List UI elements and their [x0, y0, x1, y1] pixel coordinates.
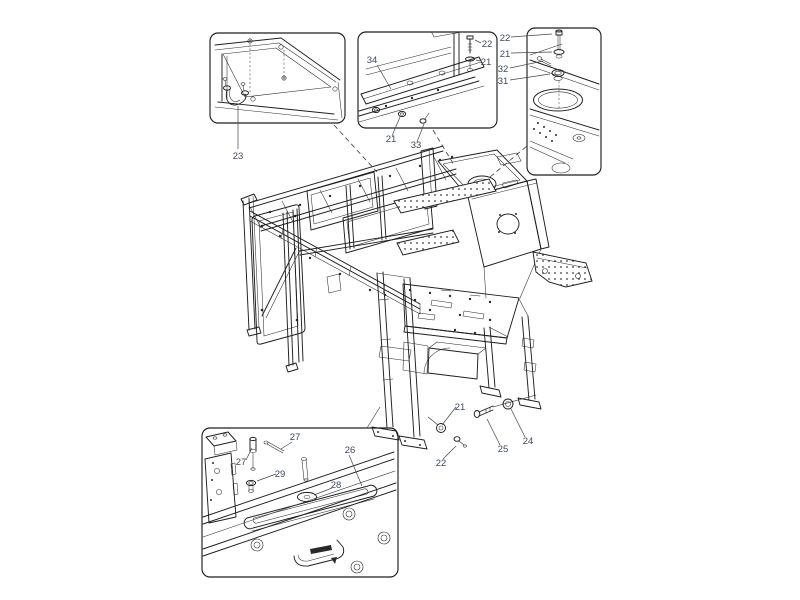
leader-26	[348, 454, 363, 487]
part-callout-25: 25	[498, 444, 509, 455]
leader-25	[486, 418, 501, 446]
detail-top-middle-drawing	[358, 32, 485, 124]
part-callout-31: 31	[498, 76, 509, 87]
nut-24	[502, 398, 514, 410]
detail-frame	[357, 31, 498, 129]
leader-22r	[474, 39, 482, 44]
callout-labels: 23 34 22 21 21 33 22 21 32 31 27 27 29 2…	[233, 33, 534, 491]
leader-34	[376, 64, 392, 90]
connector-top-middle	[432, 129, 455, 166]
detail-inset-top-middle	[357, 31, 498, 143]
detail-bottom-left-drawing	[202, 431, 397, 574]
leader-21r	[475, 59, 481, 62]
part-callout-26: 26	[345, 445, 356, 456]
leader-22	[510, 33, 553, 38]
side-circle-hole	[496, 213, 520, 235]
part-callout-33: 33	[411, 140, 422, 151]
washer-icon-21	[465, 56, 475, 72]
part-callout-23: 23	[233, 151, 244, 162]
leader-32	[509, 60, 544, 69]
part-callout-24: 24	[523, 436, 534, 447]
part-callout-34: 34	[367, 55, 378, 66]
part-callout-21-mid: 21	[481, 57, 492, 68]
leader-33	[416, 123, 425, 143]
detail-inset-bottom-left	[201, 427, 399, 578]
part-callout-22-main: 22	[436, 458, 447, 469]
leader-27a	[280, 441, 293, 450]
leader-28	[313, 487, 333, 496]
leader-24	[510, 408, 526, 438]
main-assembly-drawing	[240, 145, 593, 460]
loose-fasteners	[427, 394, 537, 448]
detail-frame	[526, 27, 602, 176]
part-callout-27a: 27	[290, 432, 301, 443]
bolt-heads	[268, 155, 492, 335]
u-bracket	[293, 539, 345, 567]
front-left-legs	[371, 271, 428, 450]
connector-bottom-left	[366, 406, 381, 429]
part-callout-27b: 27	[236, 457, 247, 468]
part-callout-29: 29	[275, 469, 286, 480]
leader-21b	[391, 116, 401, 137]
leader-21	[441, 406, 457, 426]
detail-connectors	[333, 124, 528, 429]
bracket-bar-part-34	[360, 56, 485, 105]
bolt-32	[540, 58, 552, 67]
perforated-plates	[393, 178, 593, 288]
pin-part-27b	[263, 440, 285, 454]
under-deck-compartment	[402, 341, 487, 380]
flange-nut	[371, 106, 407, 118]
part-callout-28: 28	[331, 480, 342, 491]
wing-plate	[532, 251, 593, 288]
leader-31	[509, 73, 551, 81]
bolt-icon-22	[466, 35, 474, 54]
part-callout-21-midb: 21	[386, 134, 397, 145]
detail-inset-top-left	[209, 32, 346, 149]
tank-opening-ring	[533, 88, 583, 112]
detail-top-left-drawing	[214, 37, 343, 121]
part-callout-21-main: 21	[455, 402, 466, 413]
part-callout-22-right: 22	[500, 33, 511, 44]
connector-top-left	[333, 124, 378, 173]
center-deck	[402, 283, 520, 345]
detail-top-right-drawing	[529, 29, 600, 174]
detail-frame	[209, 32, 346, 124]
bolt-above-washer	[301, 457, 309, 482]
detail-inset-top-right	[509, 27, 602, 176]
leader-21	[510, 51, 553, 54]
part-callout-32: 32	[498, 64, 509, 75]
leader-29	[256, 473, 277, 482]
back-deck-frame	[248, 145, 457, 256]
right-legs	[479, 298, 542, 410]
bolt-stack	[536, 29, 565, 110]
bolt-22	[453, 436, 467, 448]
u-bolt-part-23	[222, 77, 249, 106]
front-rail	[249, 210, 421, 315]
bolt-part-33	[419, 112, 430, 124]
washer-part-28	[297, 491, 317, 503]
pin-part-27a	[249, 436, 257, 471]
washer-21	[436, 423, 446, 433]
bolt-25	[473, 394, 537, 418]
leader-27b	[245, 447, 253, 461]
part-callout-21-right: 21	[500, 49, 511, 60]
detail-frame	[201, 427, 399, 578]
part-callout-22-mid: 22	[482, 39, 493, 50]
washer-21	[553, 49, 565, 55]
nut-part-29	[245, 479, 257, 493]
leader-22	[442, 445, 457, 460]
